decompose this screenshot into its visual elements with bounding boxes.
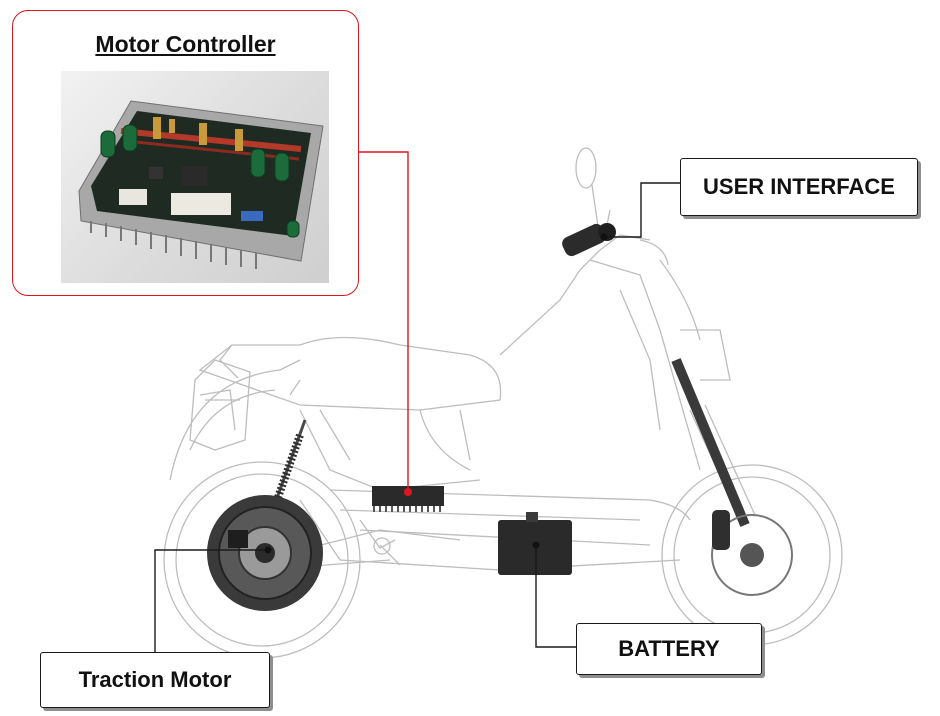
controller-marker-dot bbox=[404, 488, 412, 496]
battery-callout: BATTERY bbox=[576, 623, 762, 675]
handlebar bbox=[562, 223, 616, 257]
motor-controller-panel: Motor Controller bbox=[12, 10, 359, 296]
battery-marker-dot bbox=[532, 541, 540, 549]
motor-controller-photo bbox=[61, 71, 329, 283]
user-interface-callout: USER INTERFACE bbox=[680, 158, 918, 216]
front-brake-disc bbox=[711, 510, 793, 596]
hub-motor bbox=[207, 495, 323, 611]
motor-leader-line bbox=[154, 549, 268, 652]
controller-leader-line bbox=[359, 151, 409, 492]
motor-controller-title: Motor Controller bbox=[95, 31, 276, 57]
battery-leader-line bbox=[535, 545, 576, 648]
ui-marker-dot bbox=[600, 233, 608, 241]
front-fork bbox=[671, 358, 750, 527]
motor-marker-dot bbox=[264, 546, 272, 554]
traction-motor-callout: Traction Motor bbox=[40, 652, 270, 708]
ui-leader-line bbox=[604, 182, 680, 238]
